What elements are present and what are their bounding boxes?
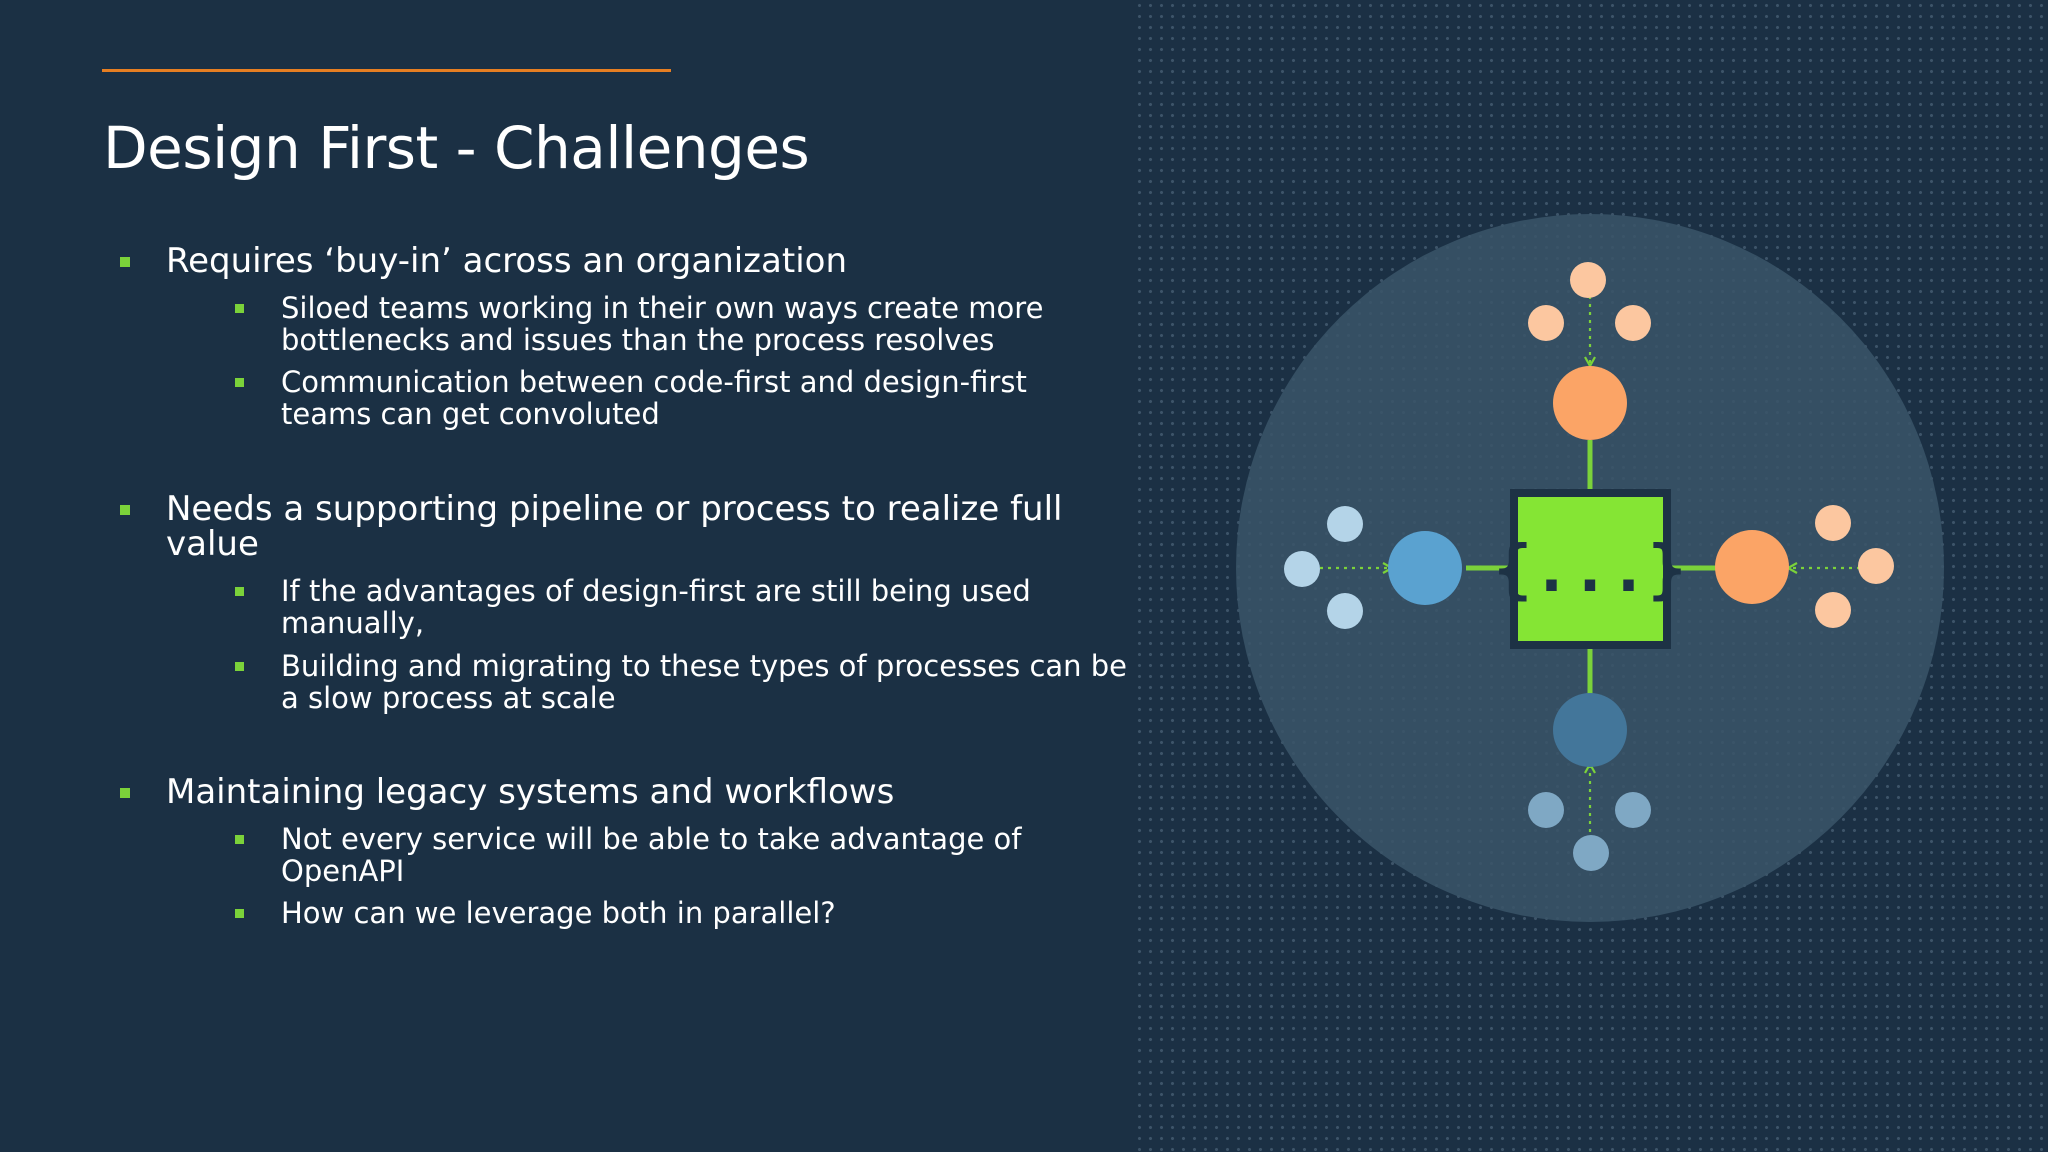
sub-bullet-1-1-line-1: Siloed teams working in their own ways c…: [281, 291, 1044, 325]
sub-bullet-marker: [235, 909, 244, 918]
slide-title: Design First - Challenges: [103, 114, 810, 182]
bottom-small-node: [1528, 792, 1564, 828]
bottom-main-node: [1553, 693, 1627, 767]
bottom-small-node: [1573, 835, 1609, 871]
left-small-node: [1284, 551, 1320, 587]
hub-connectors: [1466, 440, 1717, 694]
bullet-marker: [120, 505, 130, 515]
bottom-node-cluster: [1528, 792, 1651, 871]
top-main-node: [1553, 366, 1627, 440]
sub-bullet-2-2-line-1: Building and migrating to these types of…: [281, 649, 1128, 683]
sub-bullet-3-2-line-1: How can we leverage both in parallel?: [281, 896, 836, 930]
right-main-node: [1715, 530, 1789, 604]
bullet-marker: [120, 257, 130, 267]
center-hub: [1518, 497, 1663, 641]
bullet-2-line-2: value: [166, 524, 259, 564]
dotted-arrows: [1320, 296, 1860, 832]
sub-bullet-2-1-line-2: manually,: [281, 606, 425, 640]
sub-bullet-2-1-line-1: If the advantages of design-first are st…: [281, 574, 1031, 608]
sub-bullet-marker: [235, 378, 244, 387]
bullet-2-line-1: Needs a supporting pipeline or process t…: [166, 489, 1063, 529]
right-small-node: [1815, 592, 1851, 628]
left-small-node: [1327, 506, 1363, 542]
sub-bullet-2-2-line-2: a slow process at scale: [281, 681, 616, 715]
sub-bullet-marker: [235, 587, 244, 596]
top-small-node: [1570, 262, 1606, 298]
top-small-node: [1615, 305, 1651, 341]
api-hub-diagram: {...}: [1236, 214, 1944, 922]
sub-bullet-3-1-line-2: OpenAPI: [281, 854, 405, 888]
left-main-node: [1388, 531, 1462, 605]
right-small-node: [1815, 505, 1851, 541]
top-small-node: [1528, 305, 1564, 341]
curly-braces-icon: {...}: [1494, 533, 1687, 607]
left-node-cluster: [1284, 506, 1363, 629]
sub-bullet-marker: [235, 835, 244, 844]
right-node-cluster: [1815, 505, 1894, 628]
title-accent-line: [102, 69, 671, 72]
right-small-node: [1858, 548, 1894, 584]
sub-bullet-marker: [235, 304, 244, 313]
top-node-cluster: [1528, 262, 1651, 341]
sub-bullet-1-2-line-2: teams can get convoluted: [281, 397, 660, 431]
sub-bullet-marker: [235, 662, 244, 671]
sub-bullet-1-1-line-2: bottlenecks and issues than the process …: [281, 323, 995, 357]
sub-bullet-3-1-line-1: Not every service will be able to take a…: [281, 822, 1022, 856]
bullet-3-line-1: Maintaining legacy systems and workflows: [166, 772, 895, 812]
left-small-node: [1327, 593, 1363, 629]
bullet-1-line-1: Requires ‘buy-in’ across an organization: [166, 241, 847, 281]
sub-bullet-1-2-line-1: Communication between code-first and des…: [281, 365, 1027, 399]
bottom-small-node: [1615, 792, 1651, 828]
bullet-marker: [120, 788, 130, 798]
